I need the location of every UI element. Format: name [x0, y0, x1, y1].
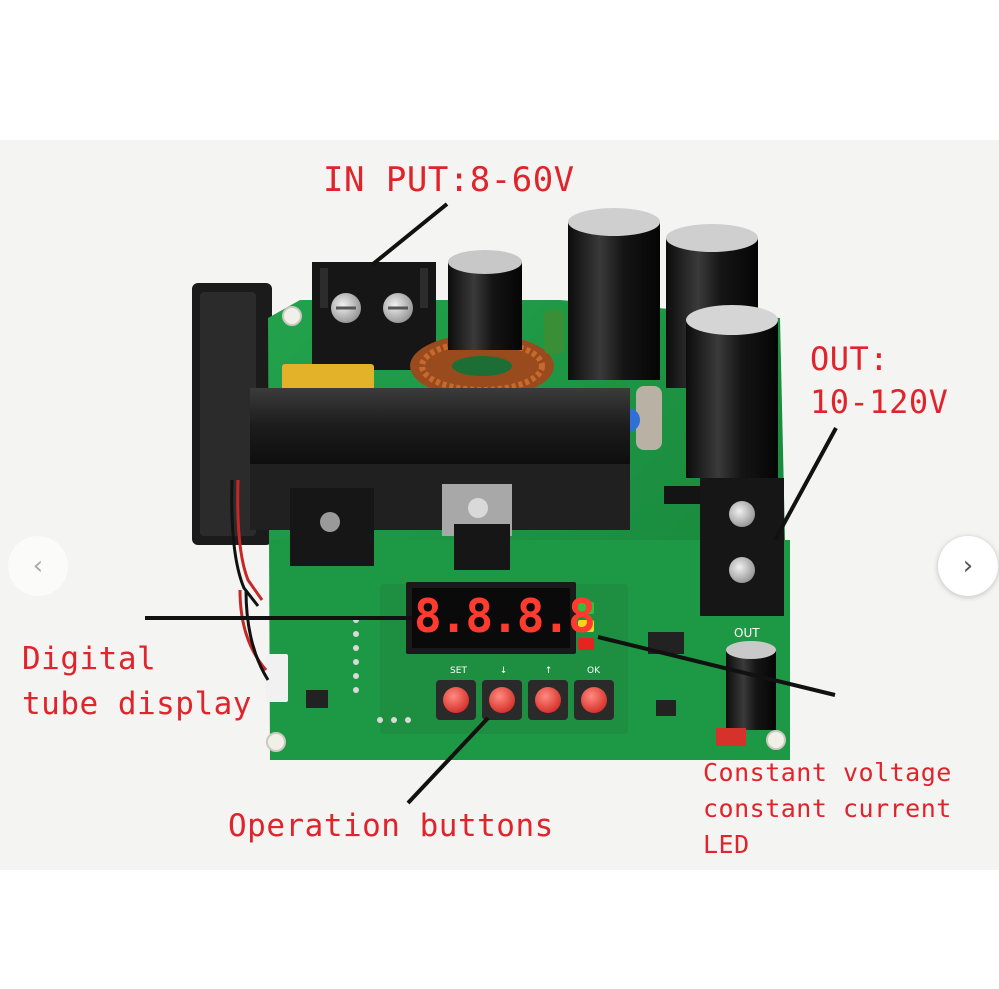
output-terminal — [664, 478, 784, 616]
btn-label-up: ↑ — [544, 666, 553, 676]
next-image-button[interactable]: › — [938, 536, 998, 596]
chevron-right-icon: › — [962, 551, 974, 581]
output-label-line2: 10-120V — [810, 383, 949, 421]
btn-label-ok: OK — [587, 666, 600, 676]
cvcc-label-line2: constant current — [703, 794, 952, 823]
cvcc-label-line3: LED — [703, 830, 750, 859]
button-labels: SET ↓ ↑ OK — [436, 666, 616, 680]
cvcc-label-line1: Constant voltage — [703, 758, 952, 787]
capacitors — [448, 208, 778, 730]
callout-lines — [145, 202, 838, 805]
output-label-line1: OUT: — [810, 340, 890, 378]
btn-label-set: SET — [450, 666, 467, 676]
pcb-out-silkscreen: OUT — [734, 626, 760, 640]
operation-buttons-label: Operation buttons — [228, 808, 554, 844]
btn-label-down: ↓ — [499, 666, 508, 676]
power-transistors — [290, 484, 512, 570]
digital-label-line1: Digital — [22, 641, 157, 677]
chevron-left-icon: ‹ — [32, 551, 44, 581]
display-digits: 8.8.8.8 — [414, 589, 596, 643]
input-voltage-label: IN PUT:8-60V — [323, 160, 575, 200]
prev-image-button[interactable]: ‹ — [8, 536, 68, 596]
cvcc-leds — [578, 602, 594, 650]
digital-label-line2: tube display — [22, 686, 252, 722]
operation-buttons — [436, 680, 614, 720]
input-terminal — [312, 262, 436, 370]
